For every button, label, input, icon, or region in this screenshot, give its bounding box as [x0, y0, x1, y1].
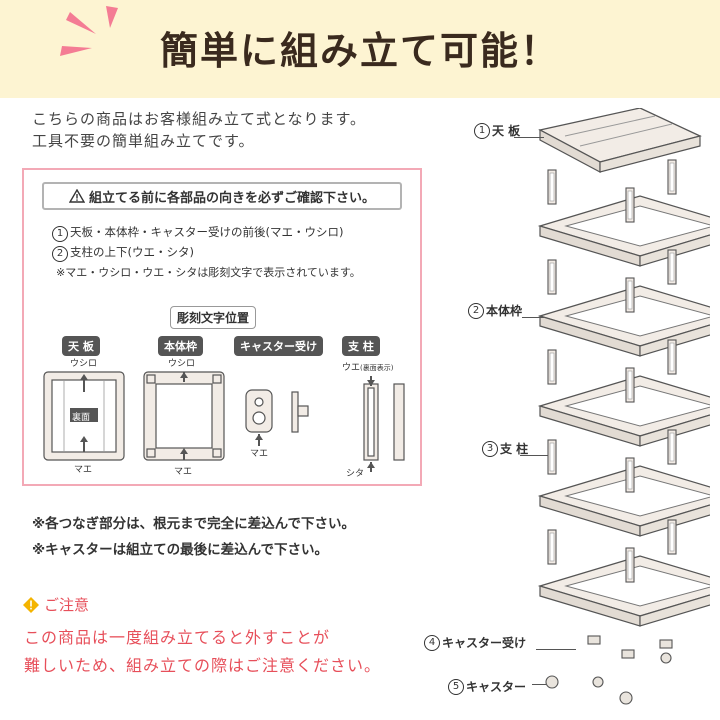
- caution-heading: ご注意: [22, 594, 89, 615]
- note-1: ※各つなぎ部分は、根元まで完全に差込んで下さい。: [32, 516, 355, 532]
- engrave-title: 彫刻文字位置: [170, 306, 257, 329]
- caution-heading-text: ご注意: [44, 596, 90, 614]
- intro-line-2: 工具不要の簡単組み立てです。: [32, 132, 255, 150]
- top-plate-front-label: マエ: [74, 465, 93, 475]
- caution-line-1: この商品は一度組み立てると外すことが: [24, 628, 331, 647]
- leader-line: [536, 649, 576, 650]
- leader-line: [520, 455, 548, 456]
- page-title: 簡単に組み立て可能！: [159, 29, 560, 73]
- leader-line: [514, 137, 544, 138]
- caster-receiver-front-label: マエ: [250, 449, 269, 459]
- leader-line: [532, 684, 546, 685]
- warning-icon: [68, 189, 85, 203]
- note-2: ※キャスターは組立ての最後に差込んで下さい。: [32, 542, 328, 558]
- part-tag-pillar: 支 柱: [342, 336, 380, 356]
- part-tag-frame: 本体枠: [158, 336, 203, 356]
- pillar-bottom-label: シタ: [346, 469, 365, 479]
- caution-icon: [23, 596, 39, 613]
- caution-line-2: 難しいため、組み立ての際はご注意ください。: [24, 656, 382, 675]
- number-badge: 1: [52, 226, 68, 242]
- frame-front-label: マエ: [174, 467, 193, 477]
- pillar-top-label: ウエ(裏面表示): [342, 363, 394, 373]
- warning-bar: 組立てる前に各部品の向きを必ずご確認下さい。: [42, 182, 402, 210]
- top-plate-back-label: ウシロ: [70, 359, 98, 369]
- top-plate-underside-label: 裏面: [72, 413, 91, 423]
- number-badge: 2: [52, 246, 68, 262]
- frame-back-label: ウシロ: [168, 359, 196, 369]
- leader-line: [522, 317, 544, 318]
- part-tag-caster-receiver: キャスター受け: [234, 336, 323, 356]
- exploded-rack-diagram: [538, 108, 710, 705]
- intro-text: こちらの商品はお客様組み立て式となります。 工具不要の簡単組み立てです。: [32, 108, 366, 152]
- part-tag-top-plate: 天 板: [62, 336, 100, 356]
- intro-line-1: こちらの商品はお客様組み立て式となります。: [32, 110, 367, 128]
- header-banner: 簡単に組み立て可能！: [0, 0, 720, 98]
- warning-text: 組立てる前に各部品の向きを必ずご確認下さい。: [88, 190, 375, 206]
- engrave-position-diagram: [43, 371, 405, 472]
- emphasis-burst-icon: [60, 6, 118, 56]
- check-item-2-text: 支柱の上下(ウエ・シタ): [70, 245, 194, 259]
- engrave-note: ※マエ・ウシロ・ウエ・シタは彫刻文字で表示されています。: [56, 266, 361, 279]
- check-item-1-text: 天板・本体枠・キャスター受けの前後(マエ・ウシロ): [70, 225, 344, 239]
